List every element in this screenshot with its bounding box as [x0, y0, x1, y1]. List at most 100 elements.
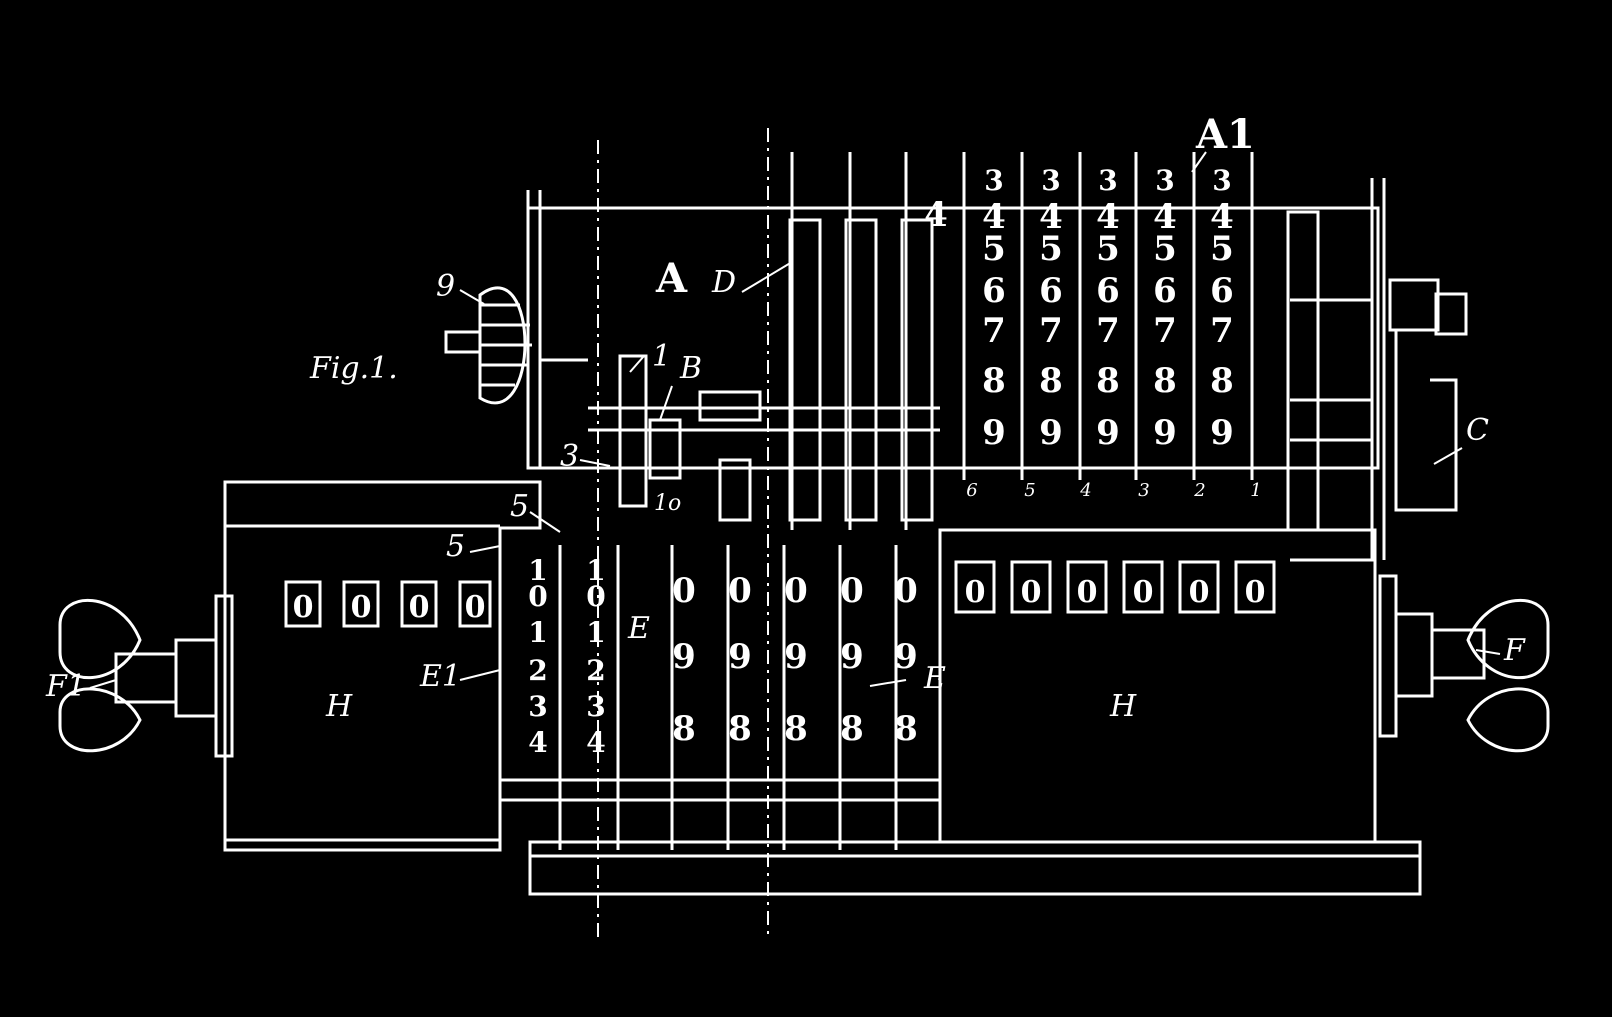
label-1: 1 [652, 339, 671, 374]
svg-text:5: 5 [1096, 229, 1120, 269]
svg-text:4: 4 [1079, 480, 1091, 501]
svg-text:8: 8 [728, 709, 752, 749]
svg-text:8: 8 [672, 709, 696, 749]
label-h-right: H [1109, 689, 1137, 724]
svg-text:0: 0 [586, 580, 605, 613]
label-9: 9 [436, 269, 455, 304]
drum-column-1: 3 4 5 6 7 8 9 [1210, 164, 1234, 453]
svg-text:5: 5 [1210, 229, 1234, 269]
svg-text:9: 9 [982, 413, 1006, 453]
counter-right-digit-3: 0 [1077, 575, 1098, 610]
reference-labels: Fig.1. A D A1 B C E E E1 F F1 H H 9 1 3 … [45, 111, 1526, 724]
setting-wheel-left-1: 1 0 1 2 3 4 [528, 554, 547, 759]
ratchet-wheel [1286, 210, 1320, 532]
svg-text:1: 1 [586, 616, 605, 649]
drum-column-3: 3 4 5 6 7 8 9 [1096, 164, 1120, 453]
svg-text:3: 3 [586, 690, 605, 723]
counter-right-digit-4: 0 [1133, 575, 1154, 610]
svg-text:8: 8 [1210, 361, 1234, 401]
leader-lines [89, 151, 1501, 689]
svg-text:0: 0 [784, 571, 808, 611]
svg-text:4: 4 [1039, 197, 1063, 237]
svg-text:9: 9 [1039, 413, 1063, 453]
svg-text:0: 0 [728, 571, 752, 611]
svg-text:3: 3 [1138, 480, 1149, 501]
counter-left-digit-4: 0 [465, 590, 486, 625]
svg-text:8: 8 [1039, 361, 1063, 401]
counter-right-digit-6: 0 [1245, 575, 1266, 610]
setting-drums: 4 3 4 5 6 7 8 9 3 4 5 6 7 8 9 3 4 5 6 7 … [924, 164, 1234, 453]
svg-text:6: 6 [966, 480, 977, 501]
setting-wheel-right-3: 0 9 8 [784, 571, 808, 749]
svg-text:3: 3 [1212, 164, 1231, 197]
svg-text:6: 6 [1210, 271, 1234, 311]
svg-text:8: 8 [1153, 361, 1177, 401]
knob-9 [444, 286, 532, 405]
svg-text:8: 8 [894, 709, 918, 749]
svg-text:4: 4 [528, 726, 547, 759]
crank-right [1378, 574, 1550, 753]
svg-text:4: 4 [924, 195, 948, 235]
svg-text:3: 3 [528, 690, 547, 723]
svg-text:7: 7 [1210, 311, 1234, 351]
svg-text:9: 9 [784, 637, 808, 677]
counter-left-digit-3: 0 [409, 590, 430, 625]
label-b: B [679, 351, 702, 386]
setting-wheel-right-5: 0 9 8 [894, 571, 918, 749]
svg-text:9: 9 [840, 637, 864, 677]
svg-text:4: 4 [1096, 197, 1120, 237]
svg-text:0: 0 [894, 571, 918, 611]
lower-wheel-slots [500, 545, 940, 850]
drum-column-2: 3 4 5 6 7 8 9 [1153, 164, 1177, 453]
svg-text:6: 6 [982, 271, 1006, 311]
svg-text:9: 9 [1096, 413, 1120, 453]
label-h-left: H [325, 689, 353, 724]
svg-text:7: 7 [982, 311, 1006, 351]
carry-rack [788, 218, 934, 522]
svg-text:4: 4 [586, 726, 605, 759]
svg-text:2: 2 [1193, 480, 1205, 501]
figure-label: Fig.1. [309, 351, 398, 386]
svg-text:8: 8 [840, 709, 864, 749]
label-1o: 1o [654, 491, 681, 516]
counter-right-digit-5: 0 [1189, 575, 1210, 610]
svg-text:4: 4 [982, 197, 1006, 237]
counter-right-window-2 [1010, 560, 1052, 614]
setting-wheels-left: 1 0 1 2 3 4 1 0 1 2 3 4 [528, 554, 605, 759]
drum-separators [790, 152, 1254, 530]
counter-right-window-6 [1234, 560, 1276, 614]
svg-text:6: 6 [1039, 271, 1063, 311]
svg-text:3: 3 [1098, 164, 1117, 197]
drum-position-numbers: 6 5 4 3 2 1 [966, 480, 1261, 501]
counter-right-digit-1: 0 [965, 575, 986, 610]
svg-text:3: 3 [1155, 164, 1174, 197]
svg-text:2: 2 [586, 654, 605, 687]
label-f: F [1503, 633, 1526, 668]
counter-left-window-4 [458, 580, 492, 628]
label-e1: E1 [419, 659, 461, 694]
svg-text:5: 5 [982, 229, 1006, 269]
svg-text:1: 1 [1250, 480, 1261, 501]
setting-wheel-left-2: 1 0 1 2 3 4 [586, 554, 605, 759]
label-a1: A1 [1195, 111, 1255, 158]
svg-text:0: 0 [672, 571, 696, 611]
label-3: 3 [560, 439, 579, 474]
counter-right-window-3 [1066, 560, 1108, 614]
counter-left-window-3 [400, 580, 438, 628]
svg-text:6: 6 [1153, 271, 1177, 311]
counter-right-digit-2: 0 [1021, 575, 1042, 610]
setting-wheel-right-2: 0 9 8 [728, 571, 752, 749]
svg-text:6: 6 [1096, 271, 1120, 311]
svg-text:3: 3 [1041, 164, 1060, 197]
counter-left-window-1 [284, 580, 322, 628]
counter-right-window-4 [1122, 560, 1164, 614]
svg-text:8: 8 [784, 709, 808, 749]
svg-text:9: 9 [672, 637, 696, 677]
counter-left-window-2 [342, 580, 380, 628]
setting-wheel-right-1: 0 9 8 [672, 571, 696, 749]
svg-text:5: 5 [1039, 229, 1063, 269]
drum-column-5: 3 4 5 6 7 8 9 [982, 164, 1006, 453]
svg-text:9: 9 [728, 637, 752, 677]
drum-column-6: 4 [924, 195, 948, 235]
label-5: 5 [510, 489, 529, 524]
